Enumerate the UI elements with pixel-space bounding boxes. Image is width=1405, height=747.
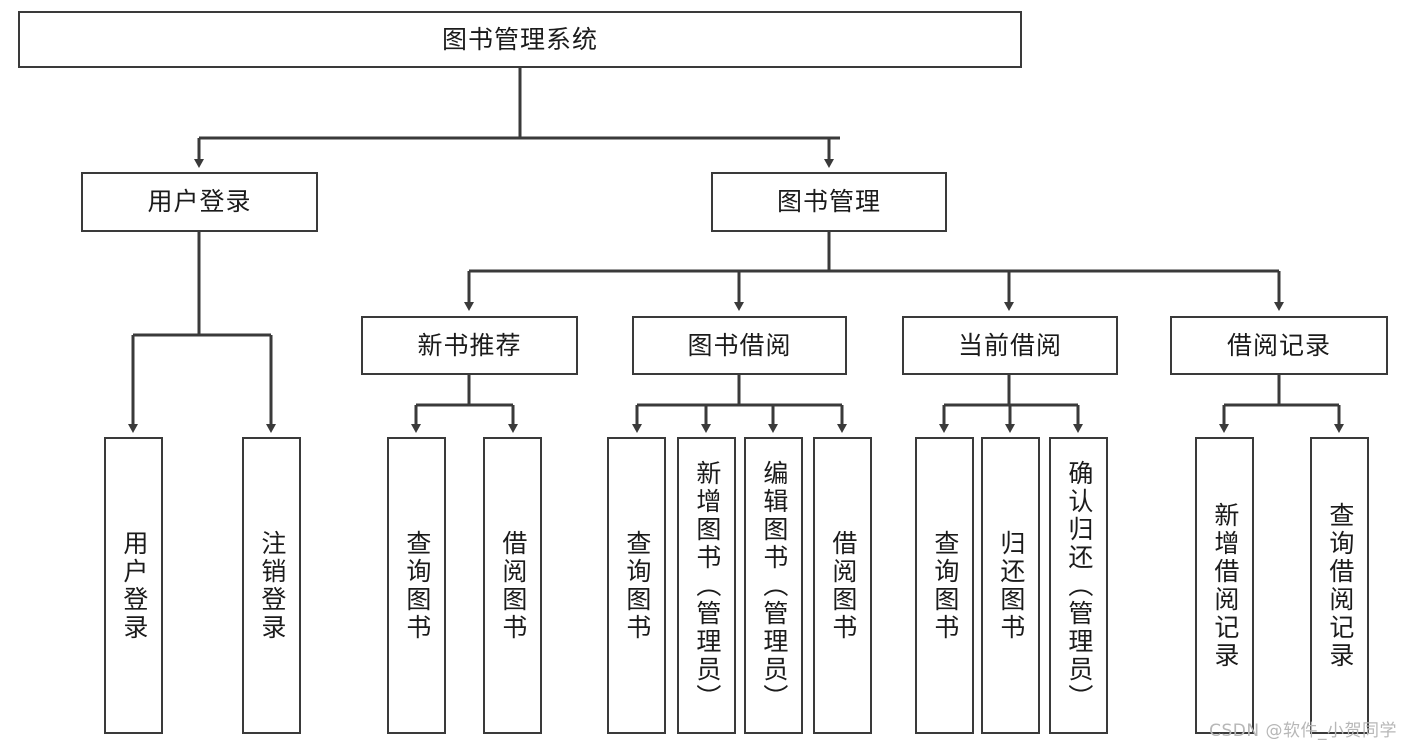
- leaf-borrow-book-label: 借阅图书: [828, 529, 858, 642]
- leaf-return-book-label: 归还图书: [996, 529, 1026, 642]
- leaf-query-borrow-record-label: 查询借阅记录: [1325, 501, 1355, 670]
- leaf-add-book-admin-label: 新增图书（管理员）: [692, 459, 722, 712]
- leaf-query-book-newbook-label: 查询图书: [402, 529, 432, 642]
- leaf-add-borrow-record[interactable]: 新增借阅记录: [1195, 437, 1254, 734]
- node-book-management-label: 图书管理: [776, 187, 881, 216]
- leaf-borrow-book[interactable]: 借阅图书: [813, 437, 872, 734]
- node-user-login[interactable]: 用户登录: [81, 172, 318, 232]
- leaf-query-book-newbook[interactable]: 查询图书: [387, 437, 446, 734]
- leaf-query-book-borrow-label: 查询图书: [622, 529, 652, 642]
- leaf-logout-label: 注销登录: [257, 529, 287, 642]
- watermark-text: CSDN @软件_小贺同学: [1209, 721, 1397, 741]
- leaf-confirm-return-admin-label: 确认归还（管理员）: [1064, 459, 1094, 712]
- leaf-query-book-current[interactable]: 查询图书: [915, 437, 974, 734]
- leaf-confirm-return-admin[interactable]: 确认归还（管理员）: [1049, 437, 1108, 734]
- node-new-book-recommend-label: 新书推荐: [417, 330, 522, 360]
- leaf-query-book-current-label: 查询图书: [930, 529, 960, 642]
- node-book-management[interactable]: 图书管理: [711, 172, 947, 232]
- leaf-add-book-admin[interactable]: 新增图书（管理员）: [677, 437, 736, 734]
- leaf-edit-book-admin-label: 编辑图书（管理员）: [759, 459, 789, 712]
- node-borrow-records[interactable]: 借阅记录: [1170, 316, 1388, 375]
- leaf-logout[interactable]: 注销登录: [242, 437, 301, 734]
- node-root-label: 图书管理系统: [441, 24, 598, 54]
- node-borrow-records-label: 借阅记录: [1226, 330, 1331, 360]
- leaf-add-borrow-record-label: 新增借阅记录: [1210, 501, 1240, 670]
- leaf-query-borrow-record[interactable]: 查询借阅记录: [1310, 437, 1369, 734]
- leaf-edit-book-admin[interactable]: 编辑图书（管理员）: [744, 437, 803, 734]
- leaf-return-book[interactable]: 归还图书: [981, 437, 1040, 734]
- node-new-book-recommend[interactable]: 新书推荐: [361, 316, 578, 375]
- node-root[interactable]: 图书管理系统: [18, 11, 1022, 68]
- leaf-borrow-book-newbook[interactable]: 借阅图书: [483, 437, 542, 734]
- node-book-borrow[interactable]: 图书借阅: [632, 316, 847, 375]
- node-user-login-label: 用户登录: [147, 187, 252, 216]
- leaf-user-login-label: 用户登录: [119, 529, 149, 642]
- leaf-user-login[interactable]: 用户登录: [104, 437, 163, 734]
- node-current-borrow[interactable]: 当前借阅: [902, 316, 1118, 375]
- node-current-borrow-label: 当前借阅: [957, 330, 1062, 360]
- leaf-borrow-book-newbook-label: 借阅图书: [498, 529, 528, 642]
- leaf-query-book-borrow[interactable]: 查询图书: [607, 437, 666, 734]
- node-book-borrow-label: 图书借阅: [687, 330, 792, 360]
